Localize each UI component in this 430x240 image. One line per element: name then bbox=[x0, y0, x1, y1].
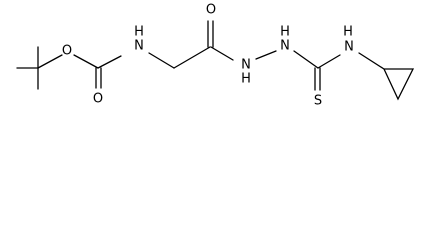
bond-amide-carbon-to-n1 bbox=[210, 46, 234, 61]
bond-tbu-to-oxygen bbox=[37, 54, 63, 69]
cyclopropyl-ring bbox=[383, 68, 415, 101]
atom-ester-oxygen: O bbox=[62, 44, 72, 59]
atom-hydrazide-n1: N bbox=[241, 58, 251, 73]
atom-thiourea-n: N bbox=[344, 40, 354, 55]
atom-hydrazide-h1: H bbox=[241, 72, 251, 87]
bond-methylene-to-amide-carbon bbox=[173, 46, 211, 69]
atom-amide-carbonyl-oxygen: O bbox=[206, 3, 216, 18]
atom-carbamate-n: N bbox=[134, 39, 144, 54]
atom-hydrazide-n2: N bbox=[280, 39, 290, 54]
bond-n2-to-thiocarbonyl-carbon bbox=[293, 50, 319, 69]
atom-thiourea-h: H bbox=[343, 25, 353, 40]
molecule-structure: O O H N O N H H N S H N bbox=[16, 3, 415, 109]
bond-thiocarbonyl-carbon-to-n bbox=[317, 54, 341, 69]
atom-carbamate-h: H bbox=[134, 25, 144, 40]
atom-hydrazide-h2: H bbox=[280, 25, 290, 40]
atom-thione-sulfur: S bbox=[314, 94, 322, 109]
atom-carbamate-carbonyl-oxygen: O bbox=[93, 92, 103, 107]
bond-n1-to-n2 bbox=[255, 50, 277, 60]
bond-oxygen-to-carbamate-carbon bbox=[73, 54, 99, 69]
bond-n-to-methylene bbox=[148, 52, 175, 69]
bond-carbamate-carbon-to-n bbox=[97, 55, 122, 69]
bond-n-to-cyclopropyl bbox=[358, 52, 385, 70]
